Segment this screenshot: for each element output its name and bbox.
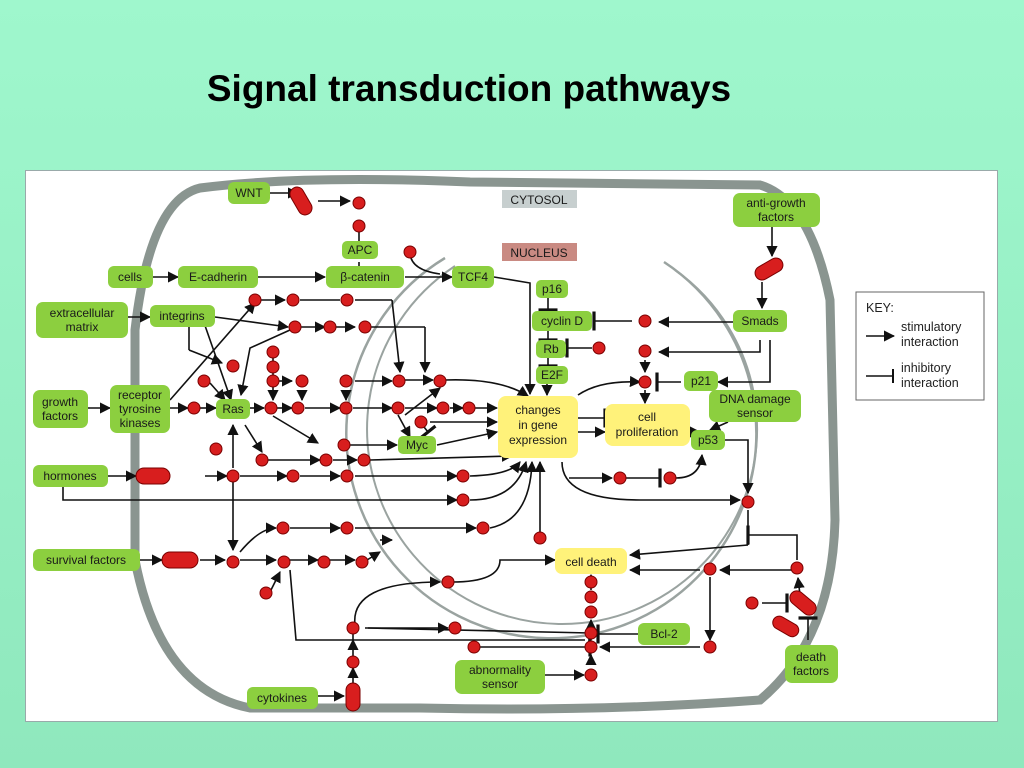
gene-expression-label-1: changes bbox=[515, 403, 560, 417]
death-receptor-2 bbox=[772, 615, 800, 638]
stimulatory-arrows bbox=[62, 187, 805, 702]
hormone-receptor bbox=[135, 467, 171, 485]
p21-label: p21 bbox=[691, 374, 711, 388]
antigrowth-receptor bbox=[754, 257, 784, 281]
wnt-receptor bbox=[289, 186, 313, 216]
key-inhibitory-label-2: interaction bbox=[901, 376, 959, 390]
rtk-label-2: tyrosine bbox=[119, 402, 161, 416]
nucleus-label: NUCLEUS bbox=[510, 246, 567, 260]
death-receptor-1 bbox=[789, 590, 817, 616]
key-stimulatory-label-1: stimulatory bbox=[901, 320, 962, 334]
key-stimulatory-label-2: interaction bbox=[901, 335, 959, 349]
abnormality-sensor-label-2: sensor bbox=[482, 677, 518, 691]
dna-damage-sensor-label-1: DNA damage bbox=[719, 392, 791, 406]
rb-label: Rb bbox=[543, 342, 559, 356]
cells-label: cells bbox=[118, 270, 142, 284]
receptors bbox=[135, 186, 817, 712]
smads-label: Smads bbox=[741, 314, 778, 328]
e2f-label: E2F bbox=[541, 368, 563, 382]
hormones-label: hormones bbox=[43, 469, 96, 483]
gene-expression-label-3: expression bbox=[509, 433, 567, 447]
beta-catenin-label: β-catenin bbox=[340, 270, 390, 284]
rtk-label-1: receptor bbox=[118, 388, 162, 402]
ras-label: Ras bbox=[222, 402, 243, 416]
cell-proliferation-label-1: cell bbox=[638, 410, 656, 424]
yellow-boxes bbox=[498, 396, 690, 574]
extracellular-matrix-label-2: matrix bbox=[66, 320, 99, 334]
bcl2-label: Bcl-2 bbox=[650, 627, 678, 641]
nucleus-label-bg bbox=[502, 243, 577, 261]
dna-damage-sensor-label-2: sensor bbox=[737, 406, 773, 420]
anti-growth-factors-label-1: anti-growth bbox=[746, 196, 805, 210]
abnormality-sensor-label-1: abnormality bbox=[469, 663, 531, 677]
key-title: KEY: bbox=[866, 301, 894, 315]
wnt-label: WNT bbox=[235, 186, 263, 200]
death-factors-label-1: death bbox=[796, 650, 826, 664]
death-factors-label-2: factors bbox=[793, 664, 829, 678]
cell-death-label: cell death bbox=[565, 555, 616, 569]
cytokine-receptor bbox=[345, 682, 361, 712]
e-cadherin-label: E-cadherin bbox=[189, 270, 247, 284]
gene-expression-label-2: in gene bbox=[518, 418, 558, 432]
growth-factors-label-1: growth bbox=[42, 395, 78, 409]
cell-proliferation-label-2: proliferation bbox=[616, 425, 679, 439]
extracellular-matrix-label-1: extracellular bbox=[50, 306, 115, 320]
integrins-label: integrins bbox=[159, 309, 204, 323]
slide-title: Signal transduction pathways bbox=[206, 68, 732, 109]
cytosol-label-bg bbox=[502, 190, 577, 208]
anti-growth-factors-label-2: factors bbox=[758, 210, 794, 224]
key-inhibitory-label-1: inhibitory bbox=[901, 361, 952, 375]
key-box: KEY: stimulatory interaction inhibitory … bbox=[855, 291, 985, 401]
cyclin-d-label: cyclin D bbox=[541, 314, 583, 328]
cytosol-label: CYTOSOL bbox=[510, 193, 567, 207]
survival-receptor bbox=[161, 551, 199, 569]
cytokines-label: cytokines bbox=[257, 691, 307, 705]
p16-label: p16 bbox=[542, 282, 562, 296]
survival-factors-label: survival factors bbox=[46, 553, 126, 567]
cell-membrane bbox=[130, 175, 840, 714]
myc-label: Myc bbox=[406, 438, 428, 452]
rtk-label-3: kinases bbox=[120, 416, 161, 430]
signaling-nodes bbox=[187, 196, 804, 682]
growth-factors-label-2: factors bbox=[42, 409, 78, 423]
green-boxes bbox=[33, 182, 838, 709]
tcf4-label: TCF4 bbox=[458, 270, 488, 284]
p53-label: p53 bbox=[698, 433, 718, 447]
inhibitory-links bbox=[349, 232, 818, 657]
apc-label: APC bbox=[348, 243, 373, 257]
